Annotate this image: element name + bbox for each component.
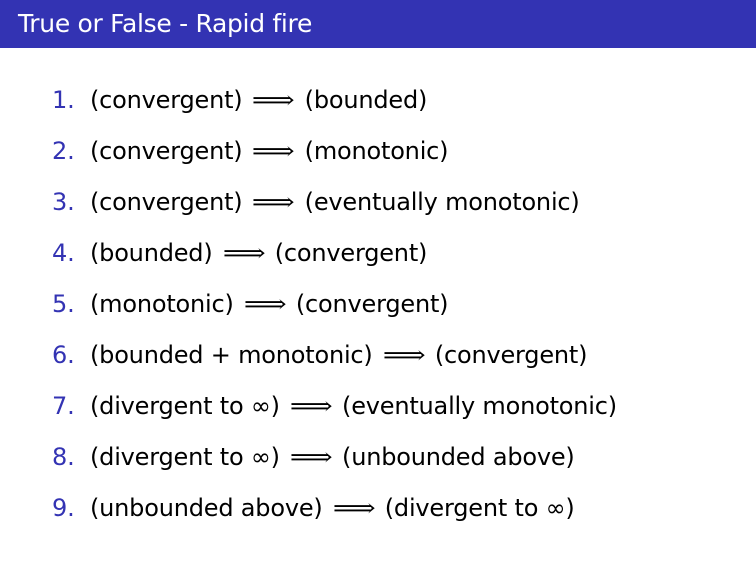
implies-icon: ⟹	[252, 137, 295, 165]
item-hypothesis: (monotonic)	[90, 290, 234, 318]
item-number: 7.	[52, 392, 75, 420]
implies-icon: ⟹	[222, 239, 266, 267]
item-hypothesis: (convergent)	[90, 86, 243, 114]
implies-icon: ⟹	[243, 290, 287, 318]
implies-icon: ⟹	[289, 392, 333, 420]
item-conclusion: (convergent)	[434, 341, 588, 369]
list-item: 5. (monotonic) ⟹ (convergent)	[52, 286, 617, 337]
item-hypothesis: (convergent)	[90, 137, 243, 165]
item-number: 5.	[52, 290, 75, 318]
item-conclusion: (divergent to ∞)	[384, 494, 575, 522]
item-hypothesis: (bounded)	[90, 239, 213, 267]
item-number: 3.	[52, 188, 75, 216]
item-conclusion: (monotonic)	[304, 137, 449, 165]
item-hypothesis: (bounded + monotonic)	[90, 341, 373, 369]
implies-icon: ⟹	[332, 494, 376, 522]
item-hypothesis: (unbounded above)	[90, 494, 323, 522]
list-item: 3. (convergent) ⟹ (eventually monotonic)	[52, 184, 617, 235]
item-conclusion: (unbounded above)	[342, 443, 575, 471]
implies-icon: ⟹	[252, 86, 295, 114]
item-hypothesis: (convergent)	[90, 188, 243, 216]
implies-icon: ⟹	[289, 443, 333, 471]
item-number: 4.	[52, 239, 75, 267]
list-item: 2. (convergent) ⟹ (monotonic)	[52, 133, 617, 184]
item-hypothesis: (divergent to ∞)	[90, 443, 280, 471]
item-hypothesis: (divergent to ∞)	[90, 392, 280, 420]
item-conclusion: (convergent)	[295, 290, 449, 318]
item-conclusion: (bounded)	[304, 86, 428, 114]
item-number: 2.	[52, 137, 75, 165]
statement-list: 1. (convergent) ⟹ (bounded) 2. (convergent) ⟹…	[52, 82, 617, 541]
item-number: 8.	[52, 443, 75, 471]
item-number: 1.	[52, 86, 75, 114]
item-number: 9.	[52, 494, 75, 522]
item-conclusion: (eventually monotonic)	[304, 188, 580, 216]
implies-icon: ⟹	[382, 341, 426, 369]
list-item: 8. (divergent to ∞) ⟹ (unbounded above)	[52, 439, 617, 490]
slide-title: True or False - Rapid fire	[0, 0, 756, 48]
item-number: 6.	[52, 341, 75, 369]
item-conclusion: (eventually monotonic)	[342, 392, 617, 420]
list-item: 1. (convergent) ⟹ (bounded)	[52, 82, 617, 133]
list-item: 4. (bounded) ⟹ (convergent)	[52, 235, 617, 286]
list-item: 9. (unbounded above) ⟹ (divergent to ∞)	[52, 490, 617, 541]
list-item: 7. (divergent to ∞) ⟹ (eventually monotonic…	[52, 388, 617, 439]
implies-icon: ⟹	[252, 188, 295, 216]
item-conclusion: (convergent)	[274, 239, 428, 267]
list-item: 6. (bounded + monotonic) ⟹ (convergent)	[52, 337, 617, 388]
